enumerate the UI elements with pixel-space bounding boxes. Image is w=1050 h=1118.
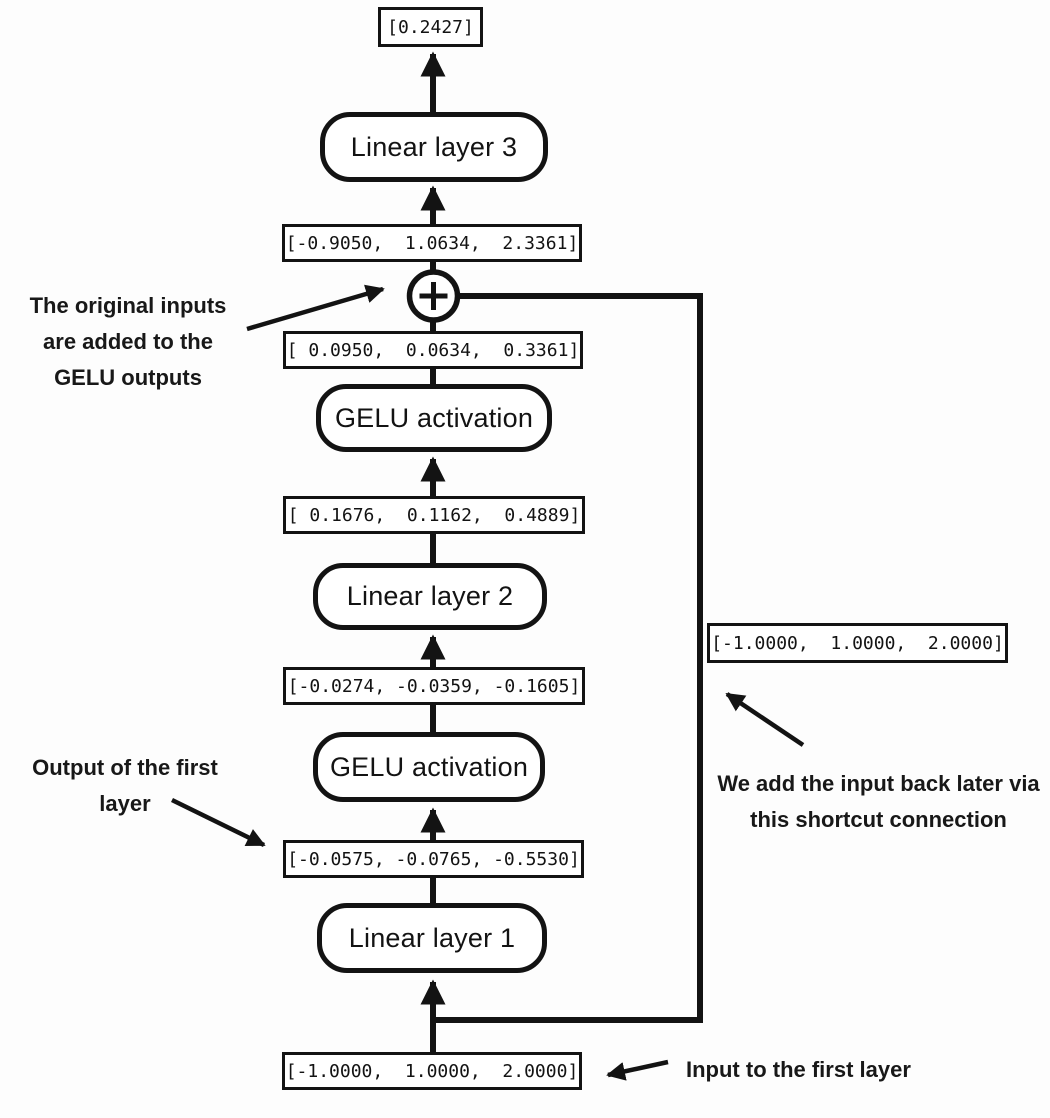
annotation-line: GELU outputs: [54, 365, 202, 390]
after-add-value-box: [-0.9050, 1.0634, 2.3361]: [282, 224, 582, 262]
annotation-line: We add the input back later via: [717, 771, 1040, 796]
linear2-output-value-box: [ 0.1676, 0.1162, 0.4889]: [283, 496, 585, 534]
arrow-add-note: [246, 284, 385, 332]
arrow-first-layer-note: [171, 797, 266, 848]
annotation-output-first-layer: Output of the first layer: [25, 750, 225, 822]
shortcut-wire: [436, 293, 703, 1023]
shortcut-value-box: [-1.0000, 1.0000, 2.0000]: [707, 623, 1008, 663]
annotation-original-inputs-added: The original inputs are added to the GEL…: [18, 288, 238, 396]
annotation-line: this shortcut connection: [750, 807, 1007, 832]
linear1-output-value-box: [-0.0575, -0.0765, -0.5530]: [283, 840, 584, 878]
gelu-activation-1-block: GELU activation: [313, 732, 545, 802]
gelu1-output-value-box: [-0.0274, -0.0359, -0.1605]: [283, 667, 585, 705]
gelu2-output-value-box: [ 0.0950, 0.0634, 0.3361]: [283, 331, 583, 369]
plus-icon: [406, 269, 461, 323]
annotation-line: Input to the first layer: [686, 1057, 911, 1082]
final-output-value-box: [0.2427]: [378, 7, 483, 47]
linear-layer-3-block: Linear layer 3: [320, 112, 548, 182]
annotation-line: layer: [99, 791, 151, 816]
linear-layer-2-block: Linear layer 2: [313, 563, 547, 630]
arrow-shortcut-note: [725, 692, 805, 747]
input-value-box: [-1.0000, 1.0000, 2.0000]: [282, 1052, 582, 1090]
annotation-line: The original inputs: [29, 293, 227, 318]
gelu-activation-2-block: GELU activation: [316, 384, 552, 452]
annotation-line: Output of the first: [32, 755, 218, 780]
annotation-input-first-layer: Input to the first layer: [686, 1052, 926, 1088]
linear-layer-1-block: Linear layer 1: [317, 903, 547, 973]
annotation-line: are added to the: [43, 329, 213, 354]
annotation-shortcut-connection: We add the input back later via this sho…: [712, 766, 1045, 838]
arrow-input-note: [606, 1059, 669, 1081]
